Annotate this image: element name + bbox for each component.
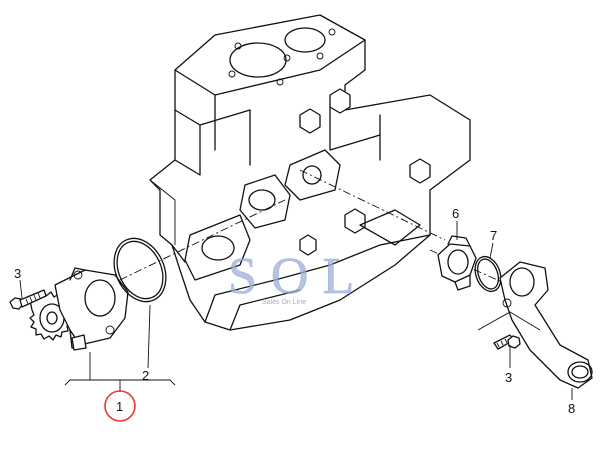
callout-bolt-left: 3	[14, 266, 21, 281]
callout-coolant-flange: 8	[568, 401, 575, 416]
callout-o-ring-pump: 2	[142, 368, 149, 383]
water-pump	[29, 267, 129, 351]
callout-o-ring-thermostat: 7	[490, 228, 497, 243]
thermostat-o-ring	[474, 255, 502, 293]
callout-thermostat: 6	[452, 206, 459, 221]
callout-bolt-right: 3	[505, 370, 512, 385]
pump-o-ring	[113, 237, 167, 303]
thermostat	[437, 235, 477, 291]
coolant-flange	[499, 261, 593, 389]
callout-water-pump: 1	[116, 399, 123, 414]
callout-labels: 3 2 6 7 3 8 1	[14, 206, 575, 422]
sol-watermark: SOL Sales On Line	[228, 248, 368, 306]
watermark-brand: SOL	[228, 248, 368, 305]
pump-bolt	[9, 289, 47, 310]
callout-leaders	[19, 221, 573, 400]
watermark-tagline: Sales On Line	[262, 299, 306, 306]
flange-bolt	[493, 334, 521, 350]
water-pump-highlight-circle	[104, 390, 136, 422]
engine-block	[149, 14, 471, 331]
